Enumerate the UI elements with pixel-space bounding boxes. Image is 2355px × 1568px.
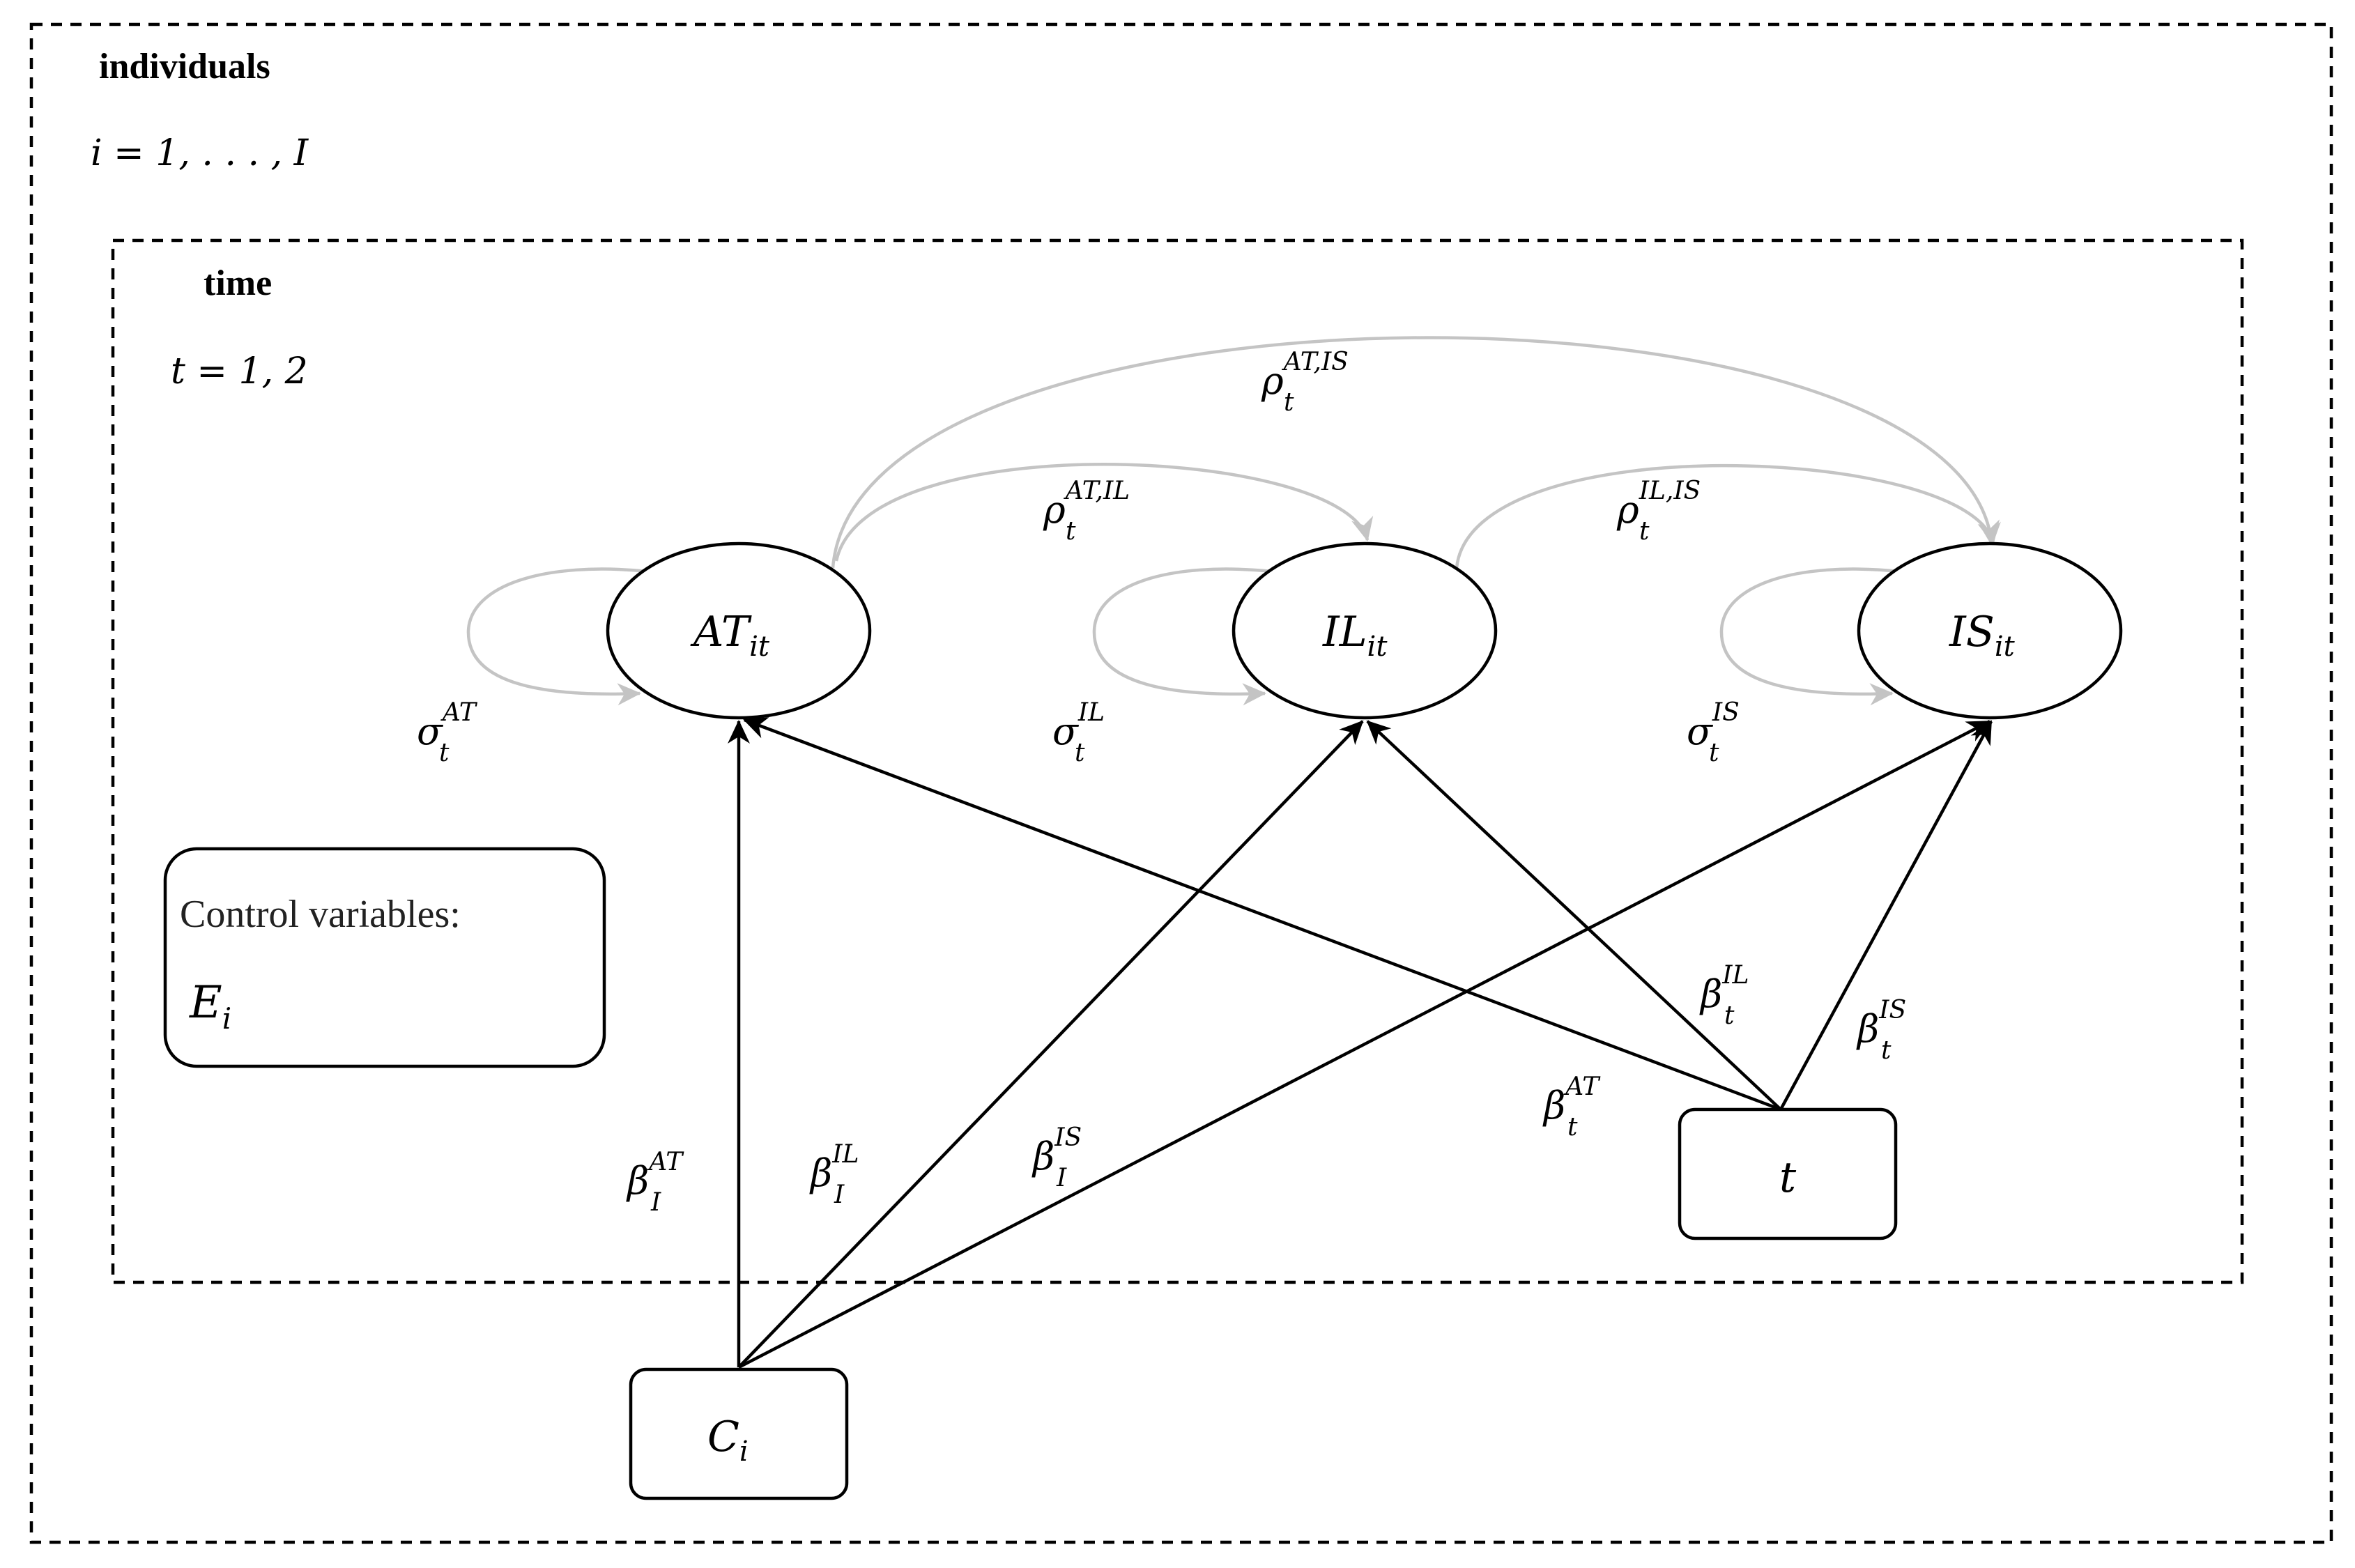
node-t[interactable]: t — [1678, 1107, 1898, 1240]
node-il[interactable]: ILit — [1232, 541, 1498, 720]
node-c-label: Ci — [707, 1413, 749, 1468]
control-variable-e: Ei — [189, 977, 231, 1036]
covariance-edge-at-il — [834, 463, 1374, 562]
time-plate-index: t = 1, 2 — [171, 351, 308, 392]
control-variables-shape — [163, 847, 606, 1068]
node-il-shape — [1232, 541, 1498, 720]
edge-t-to-is — [1779, 720, 1993, 1111]
node-at-shape — [606, 541, 872, 720]
node-at-label: ATit — [690, 608, 770, 663]
control-variables-box: Control variables: Ei — [163, 847, 606, 1068]
edge-ci-to-il — [737, 720, 1364, 1369]
variance-loop-il — [1092, 567, 1273, 706]
covariance-edge-at-is — [831, 336, 2001, 569]
control-variables-title: Control variables: — [180, 893, 461, 936]
edge-ci-to-is — [737, 720, 1991, 1369]
node-is[interactable]: ISit — [1857, 541, 2123, 720]
node-is-shape — [1857, 541, 2123, 720]
node-at[interactable]: ATit — [606, 541, 872, 720]
node-is-label: ISit — [1949, 608, 2016, 663]
covariance-edge-il-is — [1455, 463, 2000, 569]
variance-loop-at — [466, 567, 649, 706]
individuals-plate-index: i = 1, . . . , I — [91, 132, 309, 174]
node-c-shape — [629, 1367, 849, 1500]
node-t-label: t — [1779, 1153, 1797, 1202]
time-plate — [111, 238, 2244, 1284]
individuals-plate — [29, 22, 2333, 1544]
node-il-label: ILit — [1322, 608, 1388, 663]
variance-loop-is — [1719, 567, 1900, 706]
individuals-plate-title: individuals — [99, 47, 270, 86]
node-c[interactable]: Ci — [629, 1367, 849, 1500]
node-t-shape — [1678, 1107, 1898, 1240]
edge-t-to-il — [1366, 720, 1782, 1111]
edge-t-to-at — [743, 717, 1781, 1112]
time-plate-title: time — [204, 263, 272, 303]
